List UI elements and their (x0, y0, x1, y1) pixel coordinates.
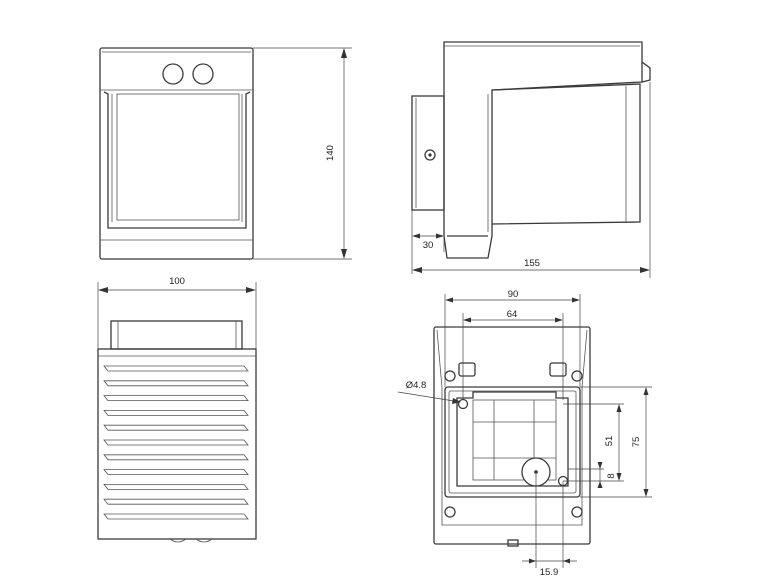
arrow-icon (341, 48, 347, 58)
height-label: 140 (325, 145, 336, 161)
mount-grid (472, 399, 557, 481)
mount-inner-height-dimension: 51 (563, 403, 624, 482)
wall-bracket (411, 95, 445, 211)
mount-view (433, 326, 591, 547)
corner-screw-icon (444, 370, 456, 382)
mount-bottom-tab (507, 539, 519, 547)
mount-outer-height-dimension: 75 (580, 386, 652, 498)
mount-frame-inner (448, 390, 577, 494)
corner-screw-icon (571, 506, 583, 518)
louver-slat (103, 469, 249, 475)
arrow-icon (246, 287, 256, 293)
hole-offset-label: 8 (606, 473, 617, 478)
side-screw-center-icon (428, 153, 432, 157)
width-dimension: 100 (97, 276, 257, 349)
mount-inner-height-label: 51 (604, 436, 615, 447)
louver-slat (103, 380, 249, 387)
sensor-left-icon (162, 63, 184, 85)
louver-slat (103, 484, 249, 490)
length-label: 155 (524, 258, 540, 269)
arrow-icon (445, 297, 453, 303)
top-view-sensor-bump (169, 538, 187, 543)
louver-slat (103, 410, 249, 416)
louver-slat (103, 454, 249, 461)
front-view (99, 47, 254, 260)
front-view-lens-inner (116, 93, 240, 221)
depth-label: 30 (423, 240, 434, 251)
mount-slot-left (458, 362, 476, 377)
mount-plate-taper (436, 329, 588, 526)
louver-slat (103, 513, 249, 520)
louver-slat (103, 395, 249, 401)
louver-slat (103, 365, 249, 372)
side-view-cap (641, 61, 651, 83)
top-view-back-plate (110, 320, 243, 350)
corner-screw-icon (444, 506, 456, 518)
arrow-icon (597, 481, 603, 488)
mount-slot-right (549, 362, 567, 377)
arrow-icon (412, 233, 420, 239)
mount-hole-left-icon (457, 398, 469, 410)
top-view-body (97, 348, 257, 540)
front-view-body (99, 47, 254, 260)
arrow-icon (563, 558, 570, 564)
arrow-icon (640, 267, 650, 273)
sensor-right-icon (192, 63, 214, 85)
front-view-lens-outer (103, 91, 251, 229)
arrow-icon (98, 287, 108, 293)
mount-outer-height-label: 75 (631, 437, 642, 448)
hole-diameter-label: Ø4.8 (406, 380, 427, 391)
louver-slat (103, 424, 249, 431)
hole-spacing-label: 15.9 (540, 567, 559, 578)
corner-screw-icon (571, 370, 583, 382)
side-view-lower-housing (491, 83, 641, 225)
mount-plate-outer (433, 326, 591, 545)
mount-frame-outer (444, 386, 581, 498)
top-view-sensor-bump-2 (195, 538, 213, 543)
arrow-icon (341, 249, 347, 259)
width-label: 100 (169, 276, 185, 287)
louver-grille (103, 365, 249, 520)
side-view (411, 41, 651, 259)
arrow-icon (529, 558, 536, 564)
arrow-icon (555, 317, 563, 323)
hole-offset-dimension: 8 (568, 462, 617, 488)
arrow-icon (643, 387, 649, 395)
louver-slat (103, 498, 249, 505)
arrow-icon (572, 297, 580, 303)
arrow-icon (616, 473, 622, 481)
depth-dimension: 30 (411, 210, 445, 274)
louver-slat (103, 439, 249, 446)
mount-outer-width-label: 90 (508, 289, 519, 300)
hole-diameter-callout: Ø4.8 (397, 380, 461, 404)
mount-inner-width-label: 64 (507, 309, 518, 320)
arrow-icon (436, 233, 444, 239)
leader-line (397, 391, 461, 403)
arrow-icon (597, 462, 603, 469)
arrow-icon (616, 404, 622, 412)
length-dimension: 155 (412, 82, 651, 278)
arrow-icon (643, 489, 649, 497)
top-view (97, 320, 257, 543)
mount-inner-width-dimension: 64 (462, 309, 564, 400)
arrow-icon (452, 398, 461, 404)
arrow-icon (412, 267, 422, 273)
side-screw-icon (424, 149, 436, 161)
arrow-icon (463, 317, 471, 323)
mount-outer-width-dimension: 90 (444, 289, 581, 387)
mount-cavity (456, 391, 569, 487)
height-dimension: 140 (253, 47, 352, 260)
hole-spacing-dimension: 15.9 (522, 472, 577, 578)
side-view-body (443, 41, 643, 259)
